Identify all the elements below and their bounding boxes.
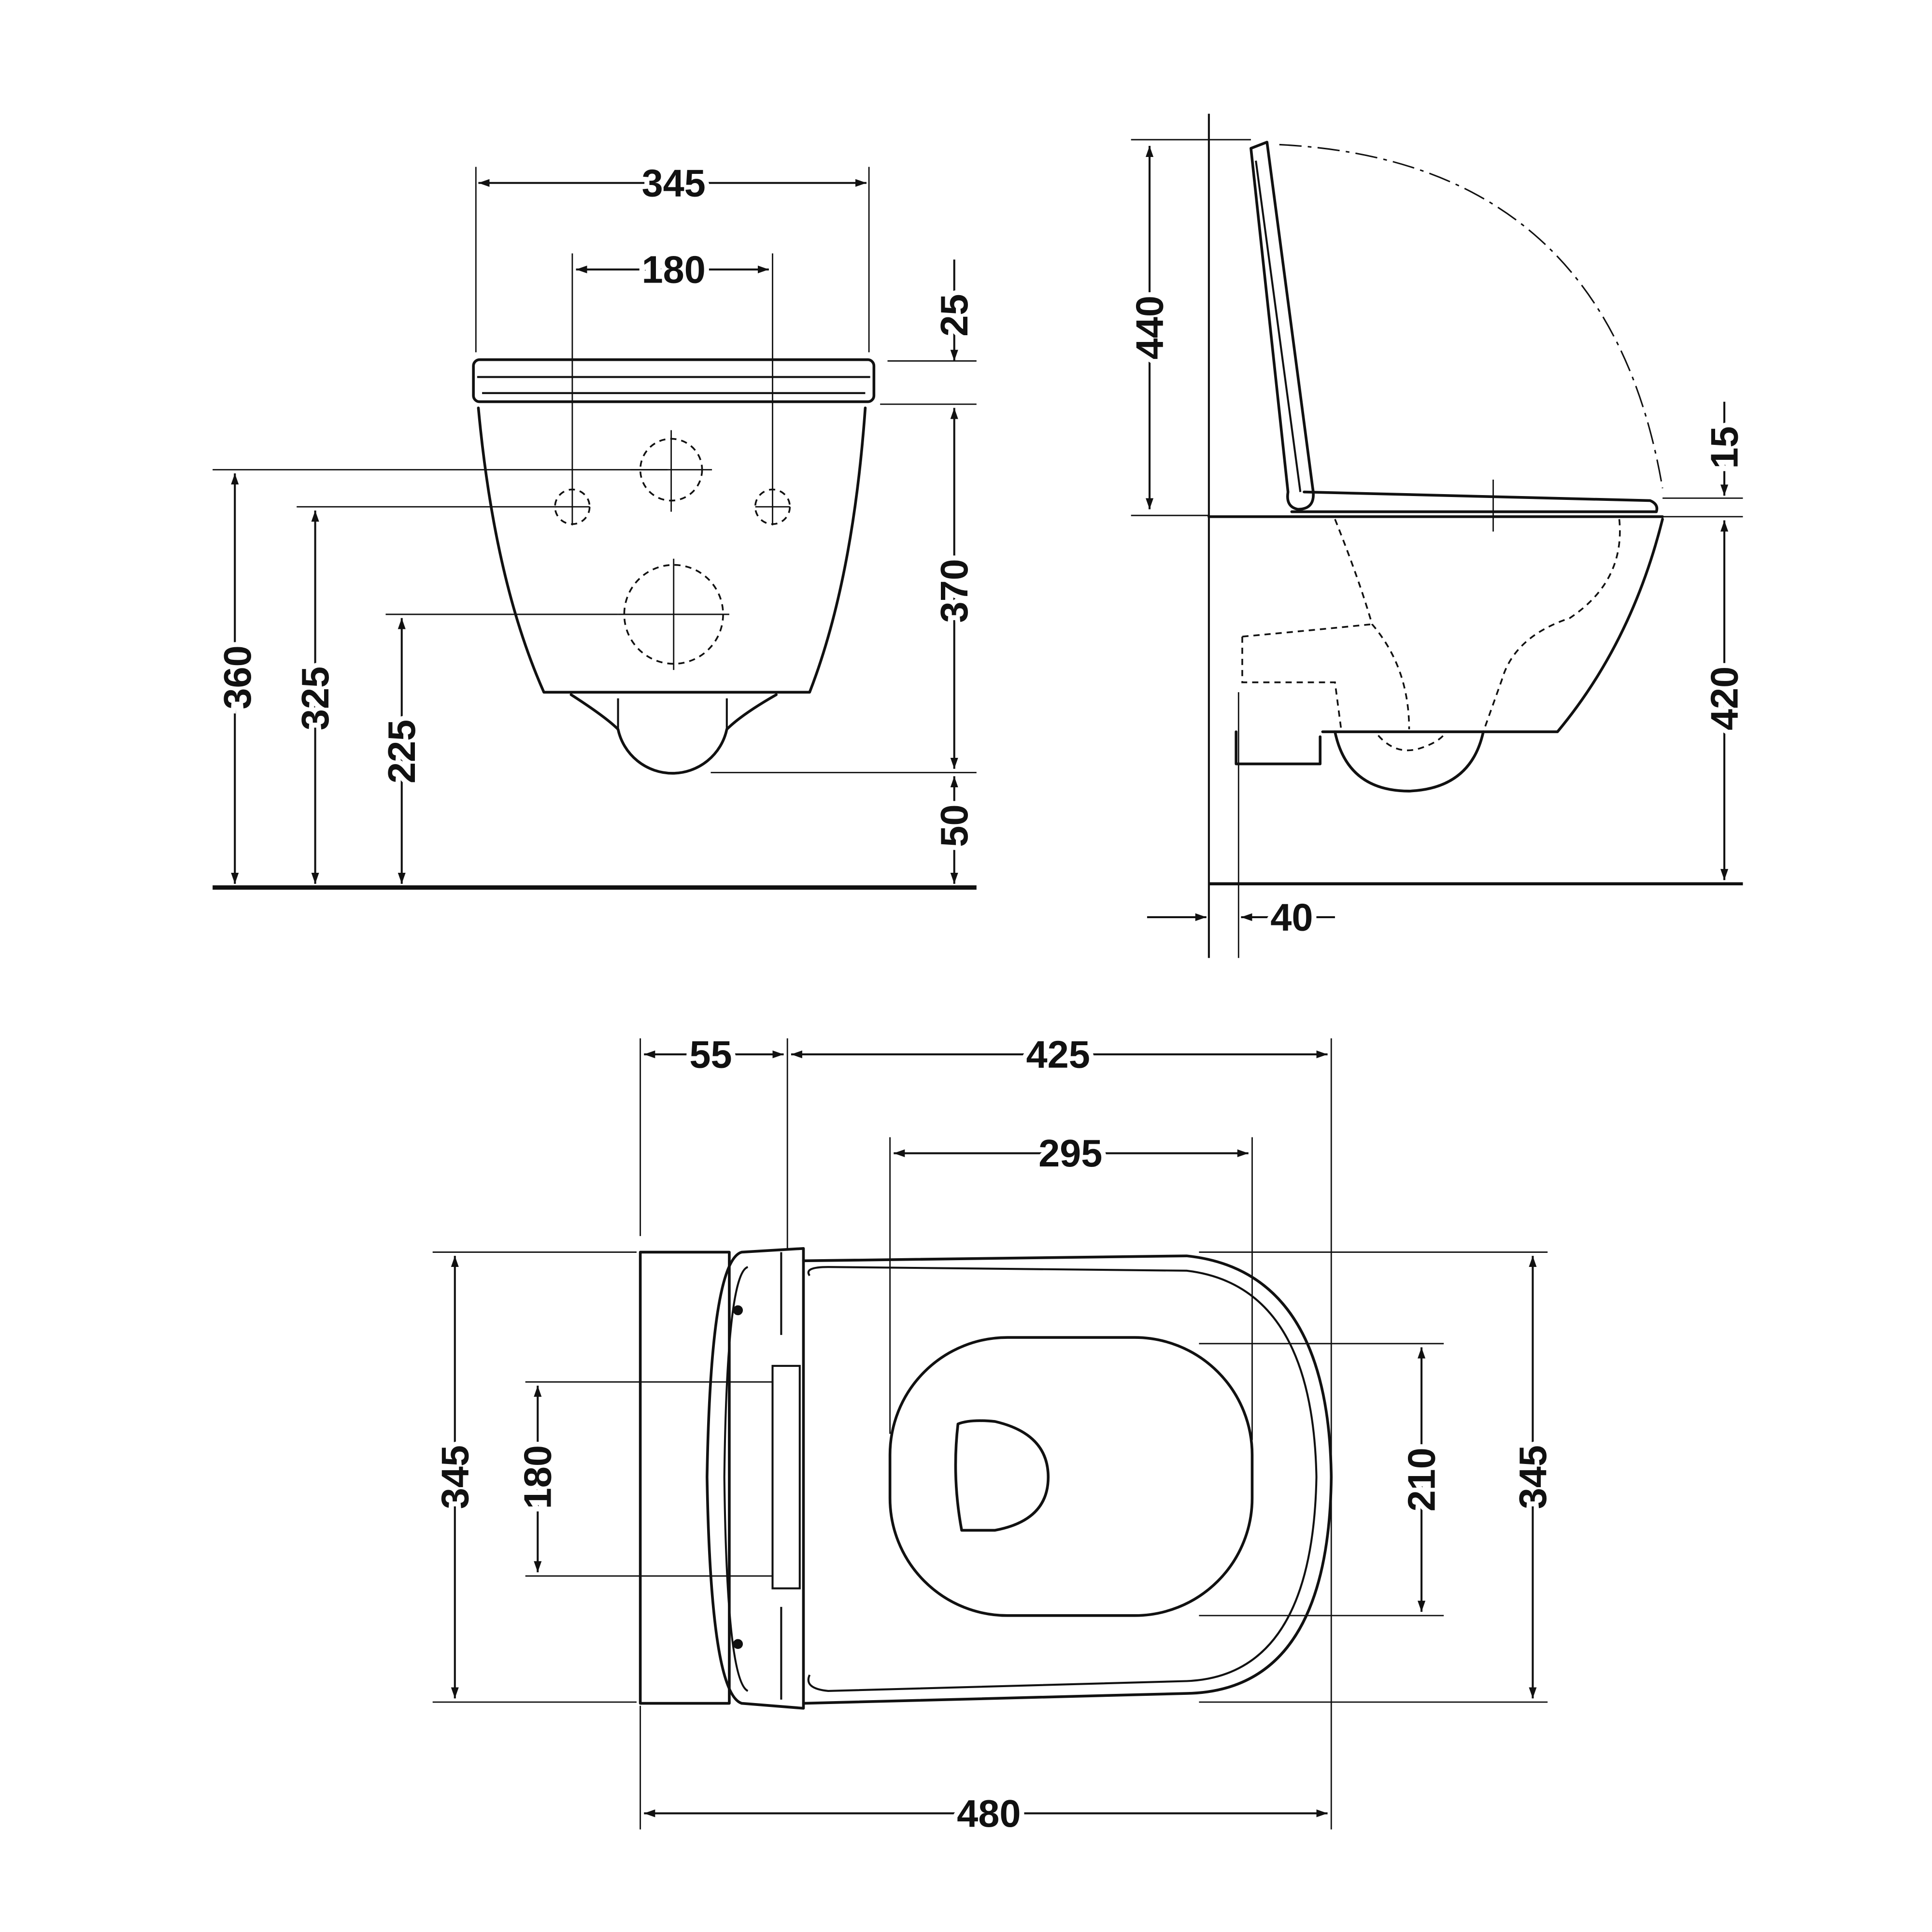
dim-top-fixing-spacing: 180: [516, 1445, 559, 1509]
dim-total-length: 480: [957, 1792, 1021, 1835]
dim-seat-thickness: 25: [933, 294, 976, 336]
dim-front-width: 345: [642, 161, 706, 204]
dim-inlet-height: 360: [216, 645, 259, 709]
dim-front-fixing-spacing: 180: [642, 248, 706, 291]
dim-lid-height: 440: [1128, 296, 1171, 359]
top-view: 55 425 295 345 180 210 345 480: [428, 1028, 1559, 1840]
dim-seat-height: 15: [1703, 426, 1746, 469]
dim-opening-width: 210: [1400, 1448, 1443, 1511]
dim-rim-height: 420: [1703, 667, 1746, 730]
dim-rear-offset: 55: [689, 1033, 732, 1076]
dim-width-right: 345: [1511, 1445, 1554, 1509]
dim-opening-length: 295: [1038, 1132, 1102, 1175]
dim-bowl-height: 370: [933, 559, 976, 623]
side-view: 440 15 420 40: [1123, 114, 1751, 958]
front-view: 345 180 25 370 50 360 325 225: [211, 156, 980, 890]
dim-fixing-height: 325: [294, 667, 337, 730]
dim-wall-gap: 40: [1270, 895, 1313, 938]
dim-outlet-height: 225: [380, 720, 423, 783]
dim-width-left: 345: [433, 1445, 476, 1509]
dim-projection: 425: [1026, 1033, 1090, 1076]
dim-trap-clearance: 50: [933, 804, 976, 847]
